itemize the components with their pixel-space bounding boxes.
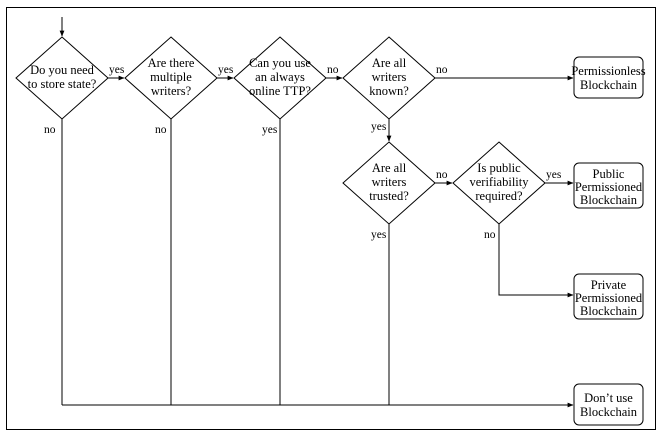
- edge-label-known-yes: yes: [371, 121, 387, 133]
- node-store-state-line-1: Do you need: [30, 63, 95, 77]
- edge-label-trusted-no: no: [436, 169, 448, 181]
- node-writers-known-line-1: Are all: [372, 56, 407, 70]
- node-public-verifiability-line-2: verifiability: [469, 175, 529, 189]
- node-private-permissioned-line-1: Private: [591, 278, 627, 292]
- node-permissionless-text: Permissionless Blockchain: [571, 64, 645, 92]
- node-permissionless-line-1: Permissionless: [571, 64, 645, 78]
- outcome-private-permissioned: [573, 273, 644, 320]
- node-permissionless-line-2: Blockchain: [580, 78, 638, 92]
- node-store-state-line-2: to store state?: [28, 77, 97, 91]
- node-online-ttp-text: Can you use an always online TTP?: [249, 56, 311, 98]
- edge-label-verif-no: no: [484, 229, 496, 241]
- node-writers-trusted-line-2: writers: [372, 175, 407, 189]
- edge-label-store-yes: yes: [109, 64, 125, 76]
- node-multiple-writers-line-2: multiple: [150, 70, 192, 84]
- edge-label-ttp-yes: yes: [262, 124, 278, 136]
- node-writers-trusted-text: Are all writers trusted?: [369, 161, 409, 203]
- edge-label-store-no: no: [44, 124, 56, 136]
- edge-label-known-no: no: [436, 64, 448, 76]
- node-multiple-writers-line-1: Are there: [148, 56, 195, 70]
- node-online-ttp-line-2: an always: [255, 70, 305, 84]
- node-dont-use-text: Don’t use Blockchain: [580, 391, 638, 419]
- node-public-permissioned-line-2: Permissioned: [575, 180, 643, 194]
- edge-label-ttp-no: no: [327, 64, 339, 76]
- node-dont-use-line-2: Blockchain: [580, 405, 638, 419]
- node-public-permissioned-text: Public Permissioned Blockchain: [575, 167, 643, 207]
- node-private-permissioned-line-2: Permissioned: [575, 291, 643, 305]
- node-store-state-text: Do you need to store state?: [28, 63, 97, 91]
- node-writers-known-line-3: known?: [369, 84, 409, 98]
- outcome-permissionless: [573, 56, 644, 99]
- node-writers-known-line-2: writers: [372, 70, 407, 84]
- node-public-permissioned-line-3: Blockchain: [580, 193, 638, 207]
- node-public-verifiability-line-3: required?: [475, 189, 523, 203]
- edge-label-multi-no: no: [155, 124, 167, 136]
- node-writers-trusted-line-1: Are all: [372, 161, 407, 175]
- node-private-permissioned-text: Private Permissioned Blockchain: [575, 278, 643, 318]
- node-public-verifiability-line-1: Is public: [477, 161, 521, 175]
- node-dont-use-line-1: Don’t use: [584, 391, 633, 405]
- outcome-dont-use: [573, 383, 644, 426]
- node-online-ttp-line-1: Can you use: [249, 56, 311, 70]
- node-public-verifiability-text: Is public verifiability required?: [469, 161, 529, 203]
- edge-label-multi-yes: yes: [218, 64, 234, 76]
- diagram-frame: [6, 7, 656, 430]
- node-online-ttp-line-3: online TTP?: [249, 84, 311, 98]
- node-public-permissioned-line-1: Public: [593, 167, 625, 181]
- node-writers-trusted-line-3: trusted?: [369, 189, 409, 203]
- node-writers-known-text: Are all writers known?: [369, 56, 409, 98]
- node-multiple-writers-text: Are there multiple writers?: [148, 56, 195, 98]
- edge-label-verif-yes: yes: [546, 169, 562, 181]
- node-multiple-writers-line-3: writers?: [151, 84, 192, 98]
- outcome-public-permissioned: [573, 162, 644, 209]
- edge-label-trusted-yes: yes: [371, 229, 387, 241]
- edge-verif-no: [498, 224, 574, 298]
- node-private-permissioned-line-3: Blockchain: [580, 304, 638, 318]
